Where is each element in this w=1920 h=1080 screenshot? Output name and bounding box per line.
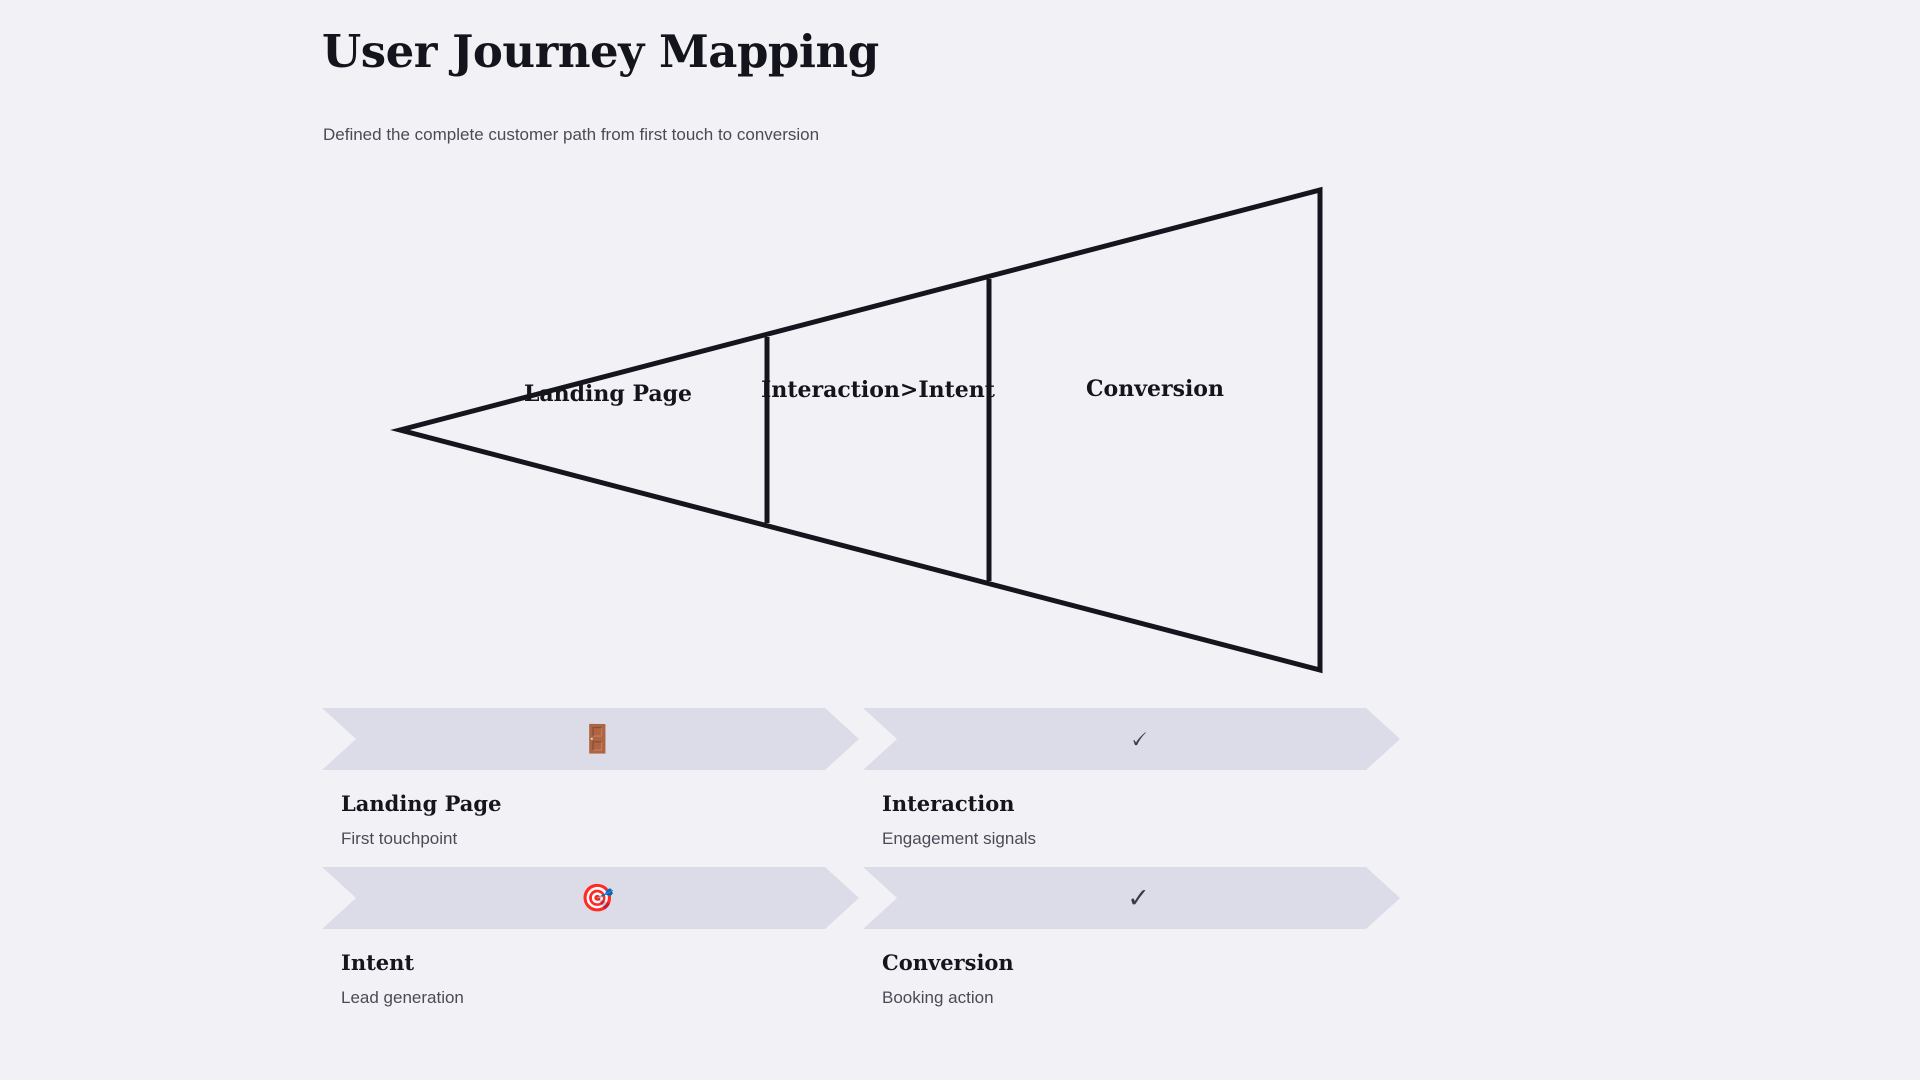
stage-description: Lead generation	[341, 988, 464, 1007]
stage-description: First touchpoint	[341, 829, 458, 848]
stage-card-grid: 🚪 Landing Page First touchpoint 🗸 Intera…	[322, 708, 1400, 1010]
stage-banner[interactable]: 🎯	[322, 867, 859, 929]
funnel-svg: Landing Page Interaction>Intent Conversi…	[390, 186, 1323, 674]
stage-card-conversion[interactable]: ✓ Conversion Booking action	[863, 867, 1400, 1010]
stage-banner[interactable]: 🚪	[322, 708, 859, 770]
stage-name: Landing Page	[341, 791, 502, 816]
target-check-icon: 🎯	[580, 882, 615, 914]
stage-body: Landing Page First touchpoint	[322, 770, 859, 851]
funnel-diagram: Landing Page Interaction>Intent Conversi…	[322, 160, 1382, 700]
stage-body: Conversion Booking action	[863, 929, 1400, 1010]
stage-body: Intent Lead generation	[322, 929, 859, 1010]
stage-card-intent[interactable]: 🎯 Intent Lead generation	[322, 867, 859, 1010]
checkmark-icon: ✓	[1127, 882, 1150, 914]
cursor-arrow-icon: 🗸	[1129, 723, 1148, 755]
stage-body: Interaction Engagement signals	[863, 770, 1400, 851]
stage-card-interaction[interactable]: 🗸 Interaction Engagement signals	[863, 708, 1400, 851]
door-icon: 🚪	[580, 723, 615, 755]
stage-name: Interaction	[882, 791, 1015, 816]
stage-banner[interactable]: ✓	[863, 867, 1400, 929]
page-title: User Journey Mapping	[322, 25, 879, 78]
funnel-segment-label-1: Landing Page	[524, 381, 692, 407]
stage-name: Conversion	[882, 950, 1014, 975]
funnel-segment-label-2: Interaction>Intent	[761, 377, 996, 403]
stage-card-landing-page[interactable]: 🚪 Landing Page First touchpoint	[322, 708, 859, 851]
stage-description: Engagement signals	[882, 829, 1037, 848]
funnel-segment-label-3: Conversion	[1086, 376, 1224, 402]
page-subtitle: Defined the complete customer path from …	[323, 125, 820, 144]
stage-name: Intent	[341, 950, 415, 975]
stage-description: Booking action	[882, 988, 994, 1007]
stage-banner[interactable]: 🗸	[863, 708, 1400, 770]
funnel-outline	[390, 186, 1323, 674]
